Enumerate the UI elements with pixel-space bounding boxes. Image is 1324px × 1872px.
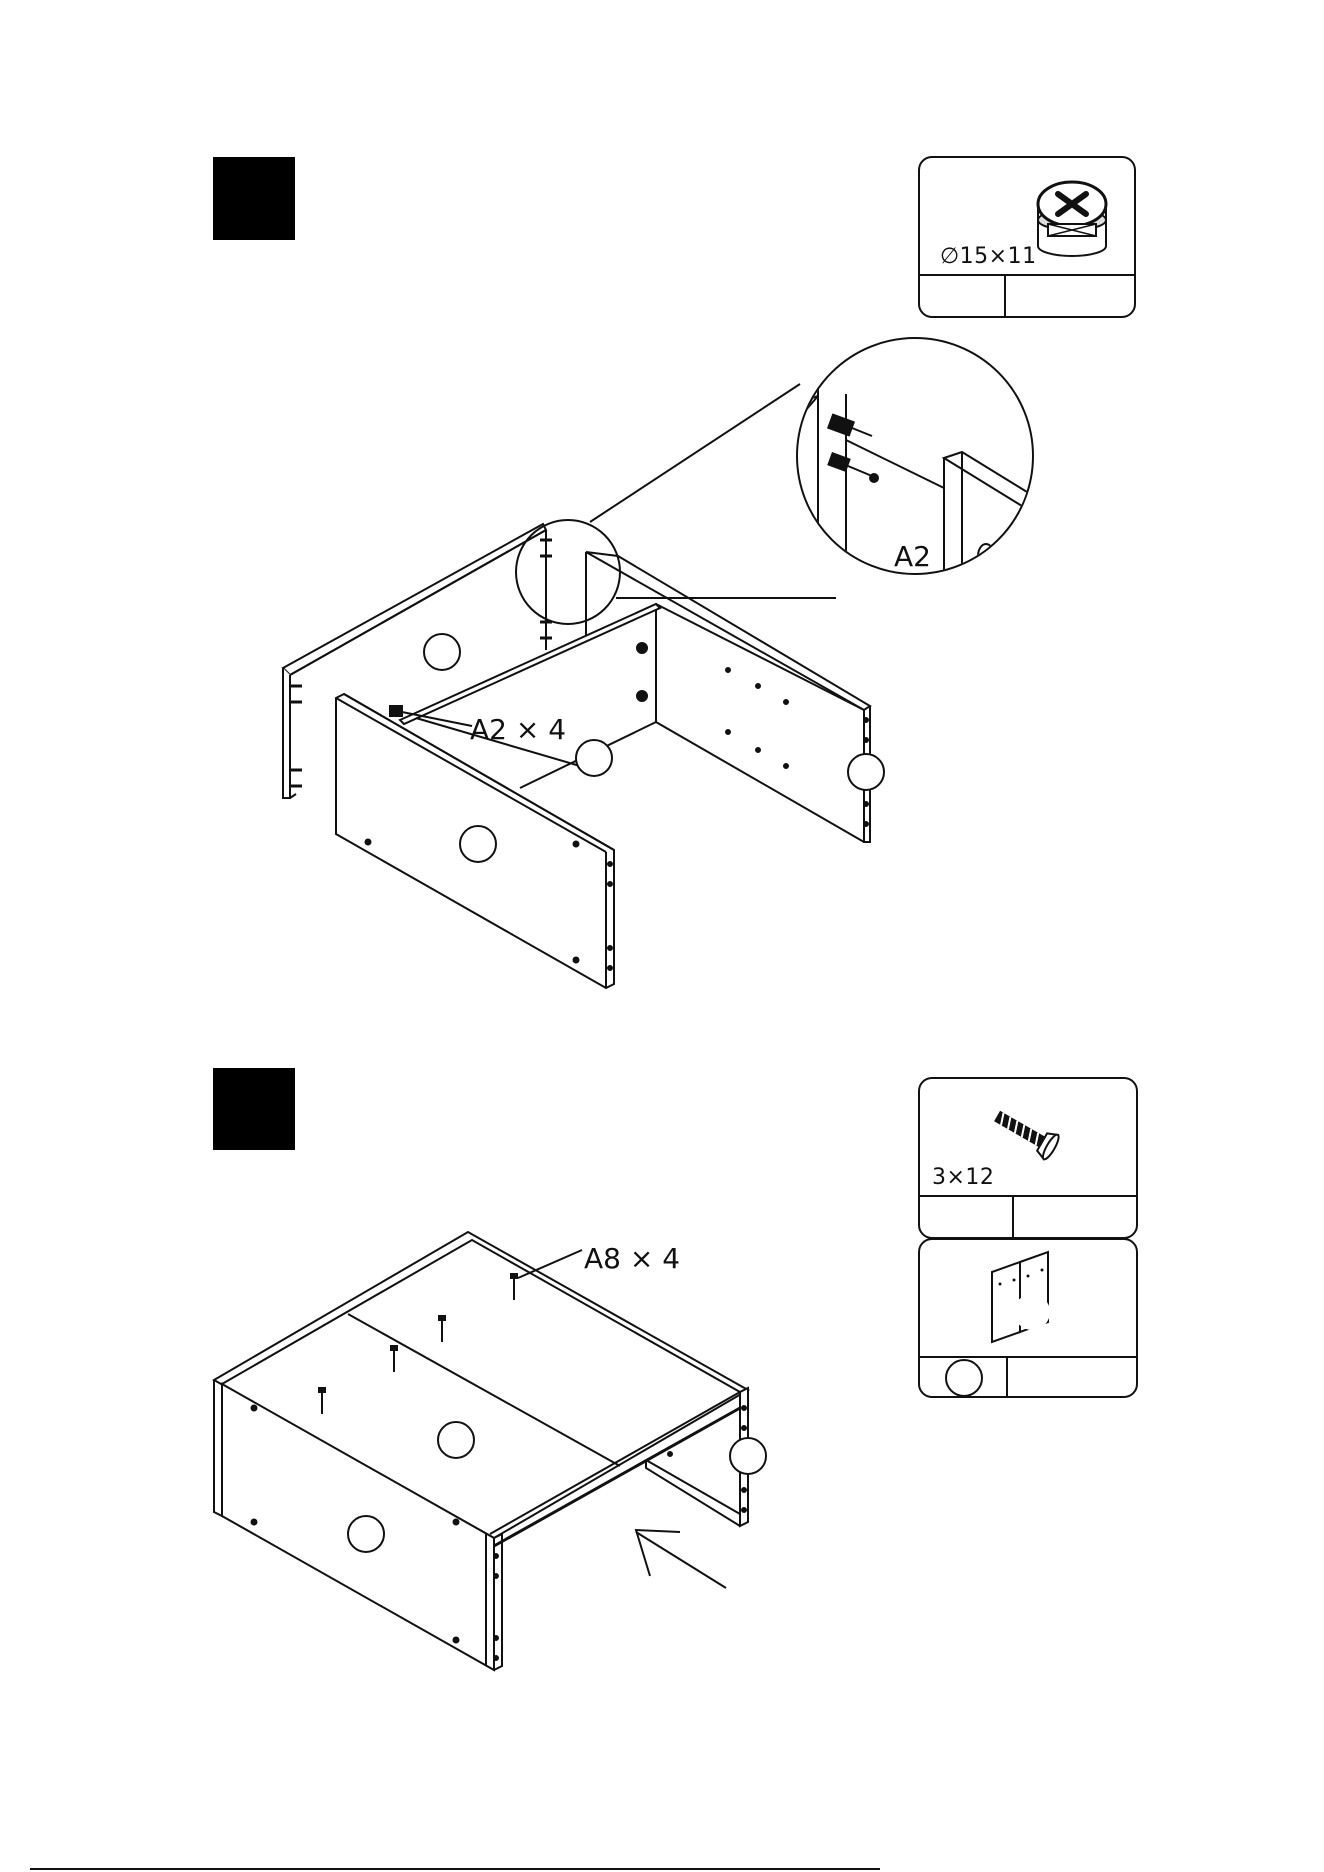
step-2-callout-a8-x4: A8 × 4 [584,1242,680,1275]
footer-rule [30,1868,880,1870]
